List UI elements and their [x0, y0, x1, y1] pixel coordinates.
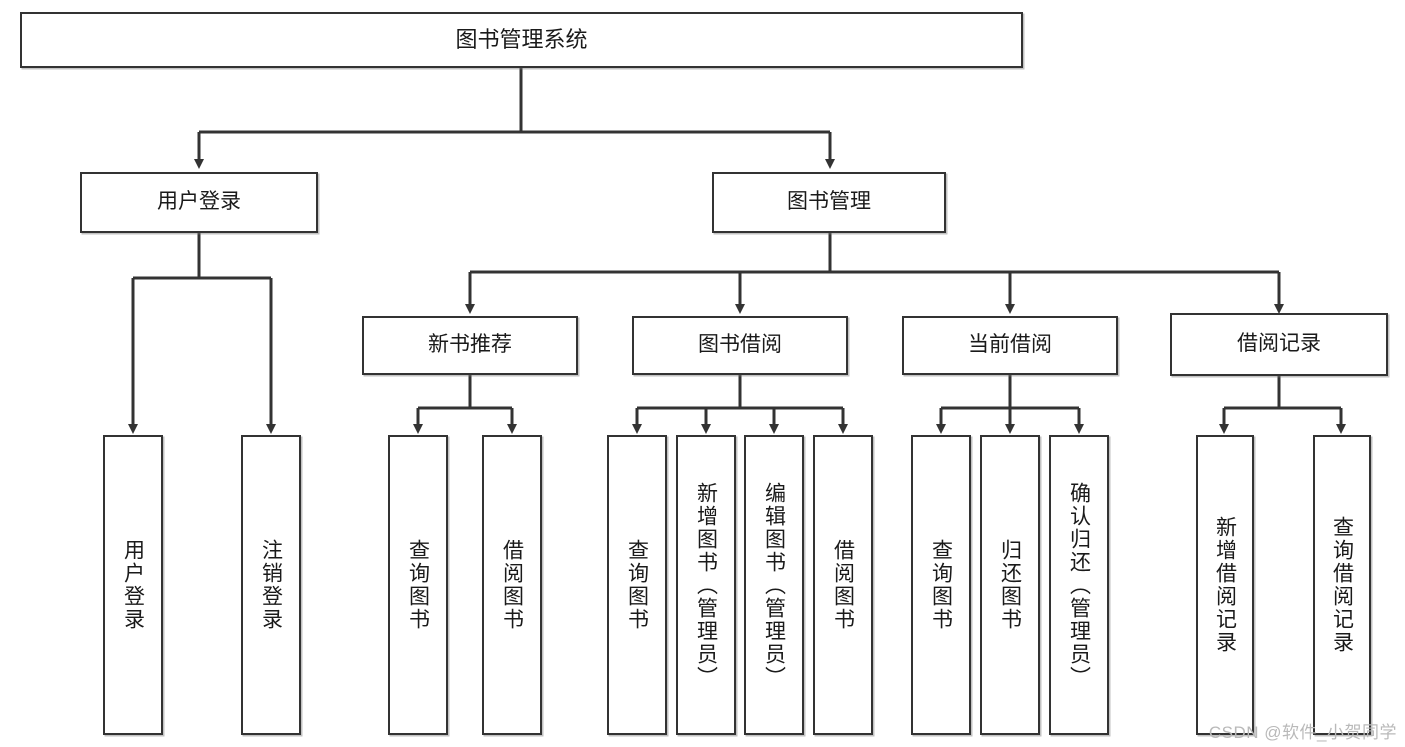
- leaf-book-borrow-lend[interactable]: 借阅图书: [813, 435, 873, 735]
- node-current-borrow[interactable]: 当前借阅: [902, 316, 1118, 375]
- node-book-borrow[interactable]: 图书借阅: [632, 316, 848, 375]
- leaf-borrow-records-add[interactable]: 新增借阅记录: [1196, 435, 1254, 735]
- leaf-new-books-query[interactable]: 查询图书: [388, 435, 448, 735]
- node-label: 查询借阅记录: [1330, 516, 1354, 654]
- node-user-login[interactable]: 用户登录: [80, 172, 318, 233]
- node-new-book-recommend[interactable]: 新书推荐: [362, 316, 578, 375]
- node-root-system[interactable]: 图书管理系统: [20, 12, 1023, 68]
- node-label: 注销登录: [259, 539, 283, 631]
- leaf-book-borrow-add[interactable]: 新增图书（管理员）: [676, 435, 736, 735]
- node-book-management[interactable]: 图书管理: [712, 172, 946, 233]
- node-label: 查询图书: [625, 539, 649, 631]
- leaf-current-borrow-query[interactable]: 查询图书: [911, 435, 971, 735]
- node-label: 查询图书: [406, 539, 430, 631]
- node-label: 借阅图书: [500, 539, 524, 631]
- node-label: 用户登录: [157, 190, 241, 214]
- node-label: 借阅图书: [831, 539, 855, 631]
- node-label: 查询图书: [929, 539, 953, 631]
- csdn-watermark: CSDN @软件_小贺同学: [1208, 723, 1397, 742]
- node-label: 归还图书: [998, 539, 1022, 631]
- node-label: 新增借阅记录: [1213, 516, 1237, 654]
- node-label: 新增图书（管理员）: [694, 481, 718, 689]
- leaf-current-borrow-confirm[interactable]: 确认归还（管理员）: [1049, 435, 1109, 735]
- leaf-book-borrow-query[interactable]: 查询图书: [607, 435, 667, 735]
- node-borrow-records[interactable]: 借阅记录: [1170, 313, 1388, 376]
- node-label: 图书借阅: [698, 333, 782, 357]
- node-label: 确认归还（管理员）: [1067, 481, 1091, 689]
- node-label: 编辑图书（管理员）: [762, 481, 786, 689]
- node-label: 当前借阅: [968, 333, 1052, 357]
- leaf-user-login-signout[interactable]: 注销登录: [241, 435, 301, 735]
- node-label: 新书推荐: [428, 333, 512, 357]
- leaf-borrow-records-query[interactable]: 查询借阅记录: [1313, 435, 1371, 735]
- leaf-current-borrow-return[interactable]: 归还图书: [980, 435, 1040, 735]
- node-label: 借阅记录: [1237, 332, 1321, 356]
- node-label: 用户登录: [121, 539, 145, 631]
- node-label: 图书管理: [787, 190, 871, 214]
- leaf-book-borrow-edit[interactable]: 编辑图书（管理员）: [744, 435, 804, 735]
- node-label: 图书管理系统: [455, 27, 588, 53]
- leaf-new-books-borrow[interactable]: 借阅图书: [482, 435, 542, 735]
- leaf-user-login-signin[interactable]: 用户登录: [103, 435, 163, 735]
